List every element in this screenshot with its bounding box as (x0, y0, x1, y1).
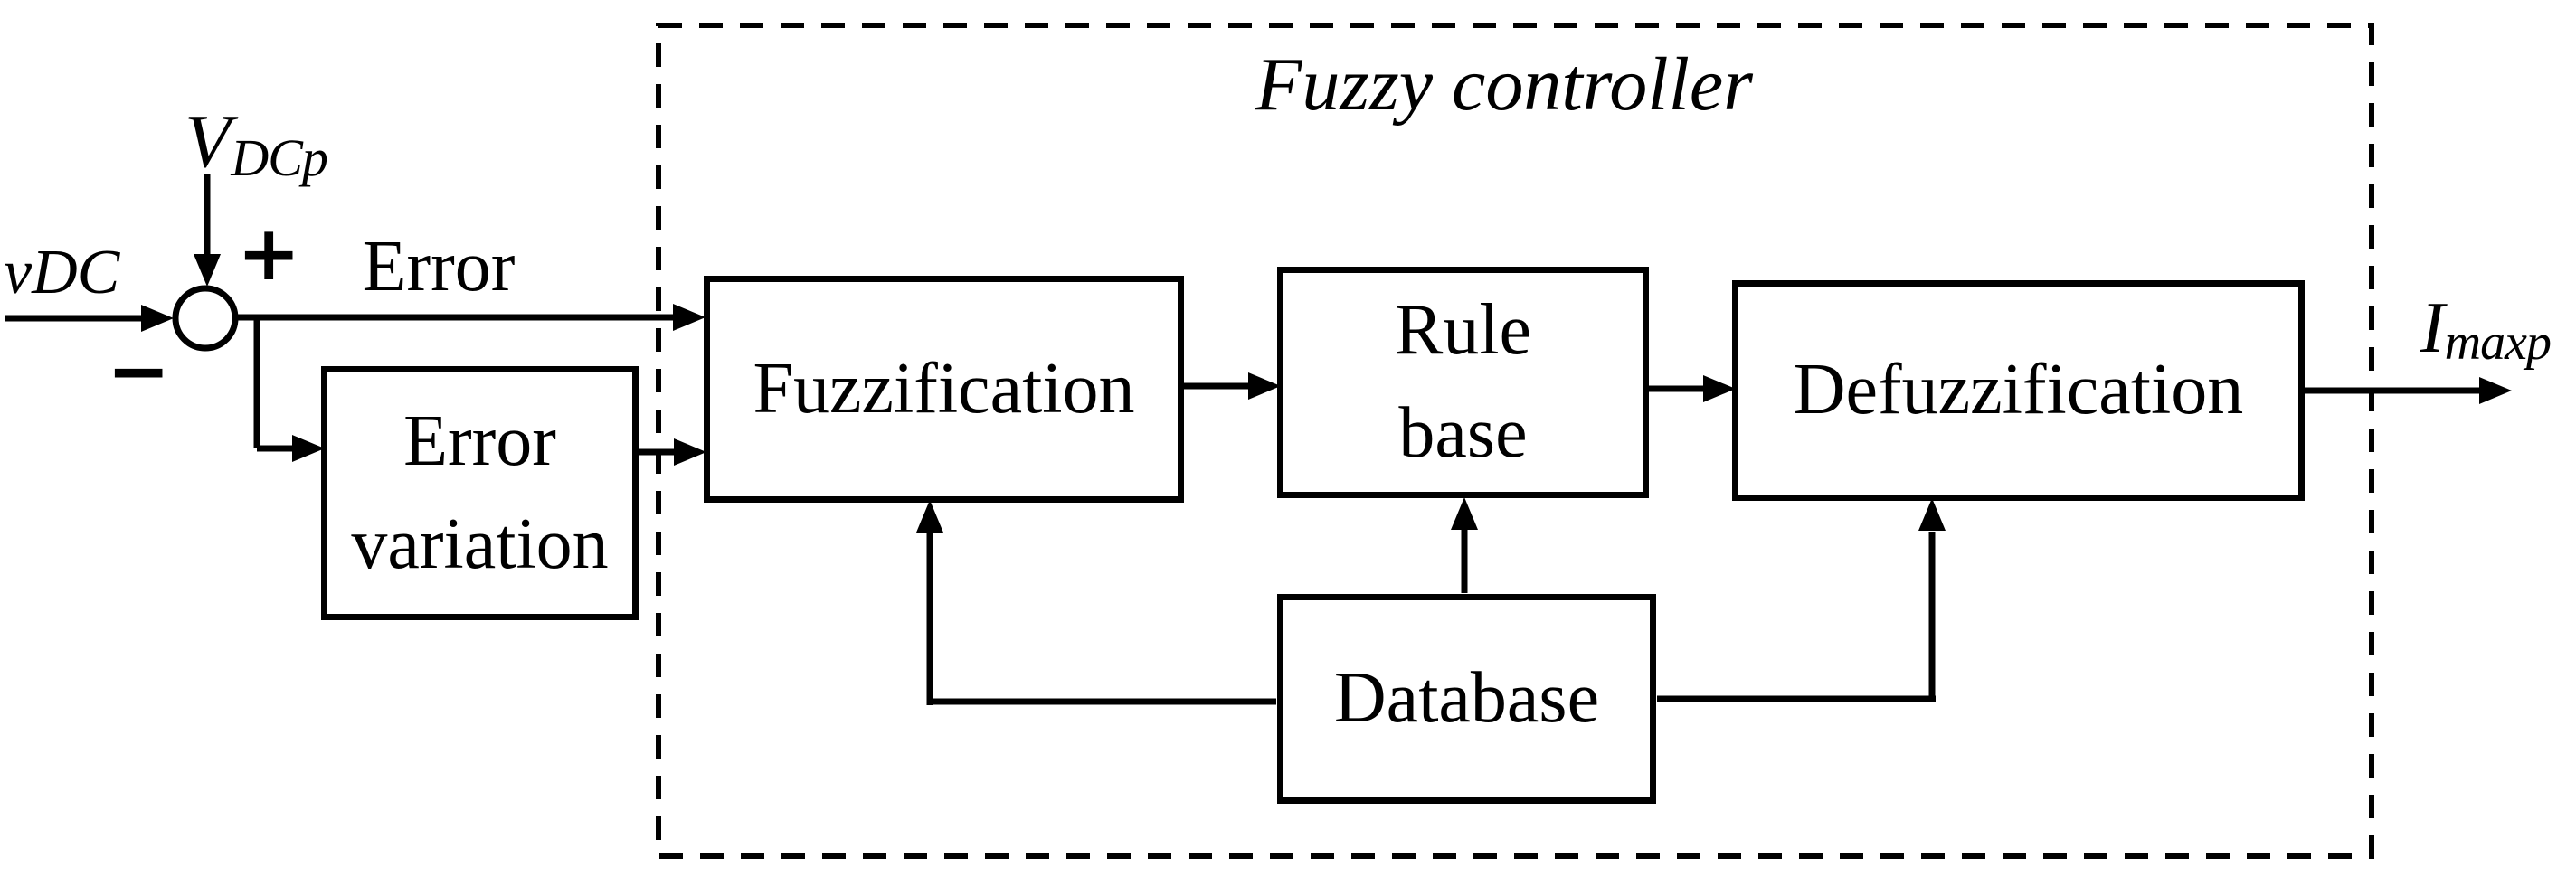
database-block: Database (1277, 594, 1656, 804)
fuzzy-controller-title: Fuzzy controller (1255, 42, 1753, 127)
error-branch-arrow (253, 317, 325, 462)
vdcp-reference-arrow (194, 174, 221, 287)
vdcp-reference-label: VDCp (152, 98, 360, 188)
imaxp-subscript: maxp (2444, 315, 2552, 371)
summing-junction (172, 285, 239, 352)
imaxp-output-arrow (2305, 377, 2512, 404)
imaxp-output-label: Imaxp (2395, 287, 2576, 372)
database-to-defuzzification-arrow (1657, 498, 1946, 702)
database-label: Database (1333, 658, 1600, 739)
plus-sign: + (237, 209, 301, 297)
defuzzification-block: Defuzzification (1732, 280, 2305, 501)
defuzzification-label: Defuzzification (1793, 350, 2244, 430)
rule-base-block: Rule base (1277, 267, 1649, 498)
database-to-fuzzification-arrow (916, 500, 1276, 705)
fuzzification-label: Fuzzification (753, 348, 1135, 429)
error-variation-to-fuzzification-arrow (639, 438, 706, 466)
fuzzification-block: Fuzzification (704, 276, 1184, 503)
minus-sign: − (107, 326, 171, 415)
error-variation-label: Error variation (351, 401, 609, 584)
vdcp-base: V (185, 99, 232, 184)
vdcp-subscript: DCp (231, 128, 328, 187)
vdc-input-label: vDC (4, 238, 120, 307)
error-variation-block: Error variation (321, 366, 639, 620)
database-to-rule-base-arrow (1451, 497, 1478, 593)
imaxp-base: I (2420, 288, 2445, 368)
rule-base-to-defuzzification-arrow (1649, 375, 1736, 402)
rule-base-label: Rule base (1394, 290, 1532, 473)
fuzzification-to-rule-base-arrow (1184, 372, 1281, 400)
error-signal-label: Error (362, 227, 516, 306)
